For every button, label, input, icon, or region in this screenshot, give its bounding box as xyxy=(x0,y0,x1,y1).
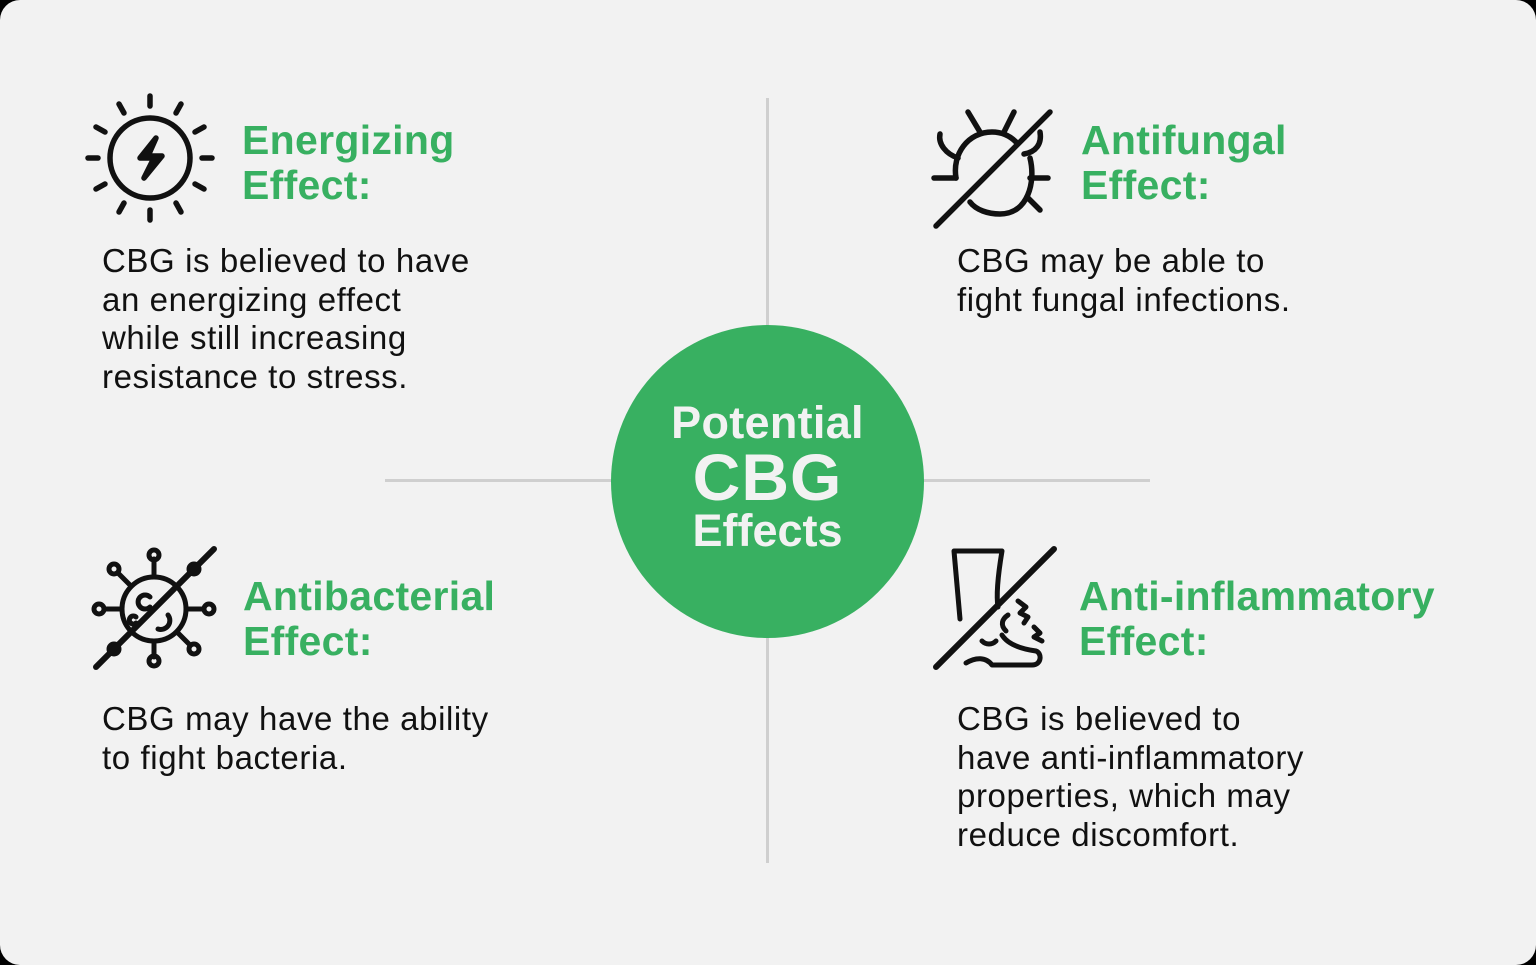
center-title-circle: Potential CBG Effects xyxy=(611,325,924,638)
title-line-3: Effects xyxy=(692,504,843,556)
effect-heading: Antifungal Effect: xyxy=(1081,118,1287,208)
heading-line: Effect: xyxy=(242,162,372,208)
description-line: CBG may be able to xyxy=(957,242,1265,279)
heading-line: Effect: xyxy=(1079,618,1209,664)
description-line: to fight bacteria. xyxy=(102,738,348,776)
description-line: CBG may have the ability xyxy=(102,700,489,737)
effect-description: CBG is believed to have an energizing ef… xyxy=(102,242,470,396)
description-line: fight fungal infections. xyxy=(957,280,1291,318)
description-line: while still increasing xyxy=(102,319,407,357)
heading-line: Energizing xyxy=(242,117,455,163)
description-line: properties, which may xyxy=(957,777,1291,815)
crossed-out-inflamed-leg-icon xyxy=(930,545,1058,671)
title-line-2: CBG xyxy=(692,439,843,514)
heading-line: Antibacterial xyxy=(243,573,496,619)
heading-line: Antifungal xyxy=(1081,117,1287,163)
effect-description: CBG is believed to have anti-inflammator… xyxy=(957,700,1304,854)
sun-lightning-icon xyxy=(84,92,216,224)
crossed-out-virus-icon xyxy=(90,545,218,671)
effect-description: CBG may have the ability to fight bacter… xyxy=(102,700,489,777)
description-line: CBG is believed to have xyxy=(102,242,470,279)
effect-description: CBG may be able to fight fungal infectio… xyxy=(957,242,1291,319)
heading-line: Effect: xyxy=(1081,162,1211,208)
description-line: resistance to stress. xyxy=(102,357,409,395)
effect-heading: Antibacterial Effect: xyxy=(243,574,495,664)
heading-line: Anti-inflammatory xyxy=(1079,573,1435,619)
description-line: have anti-inflammatory xyxy=(957,738,1305,776)
description-line: CBG is believed to xyxy=(957,700,1242,737)
crossed-out-bug-icon xyxy=(930,106,1054,230)
effect-heading: Anti-inflammatory Effect: xyxy=(1079,574,1435,664)
description-line: reduce discomfort. xyxy=(957,815,1240,853)
title-line-1: Potential xyxy=(671,396,864,448)
effect-heading: Energizing Effect: xyxy=(242,118,455,208)
description-line: an energizing effect xyxy=(102,280,402,318)
heading-line: Effect: xyxy=(243,618,373,664)
